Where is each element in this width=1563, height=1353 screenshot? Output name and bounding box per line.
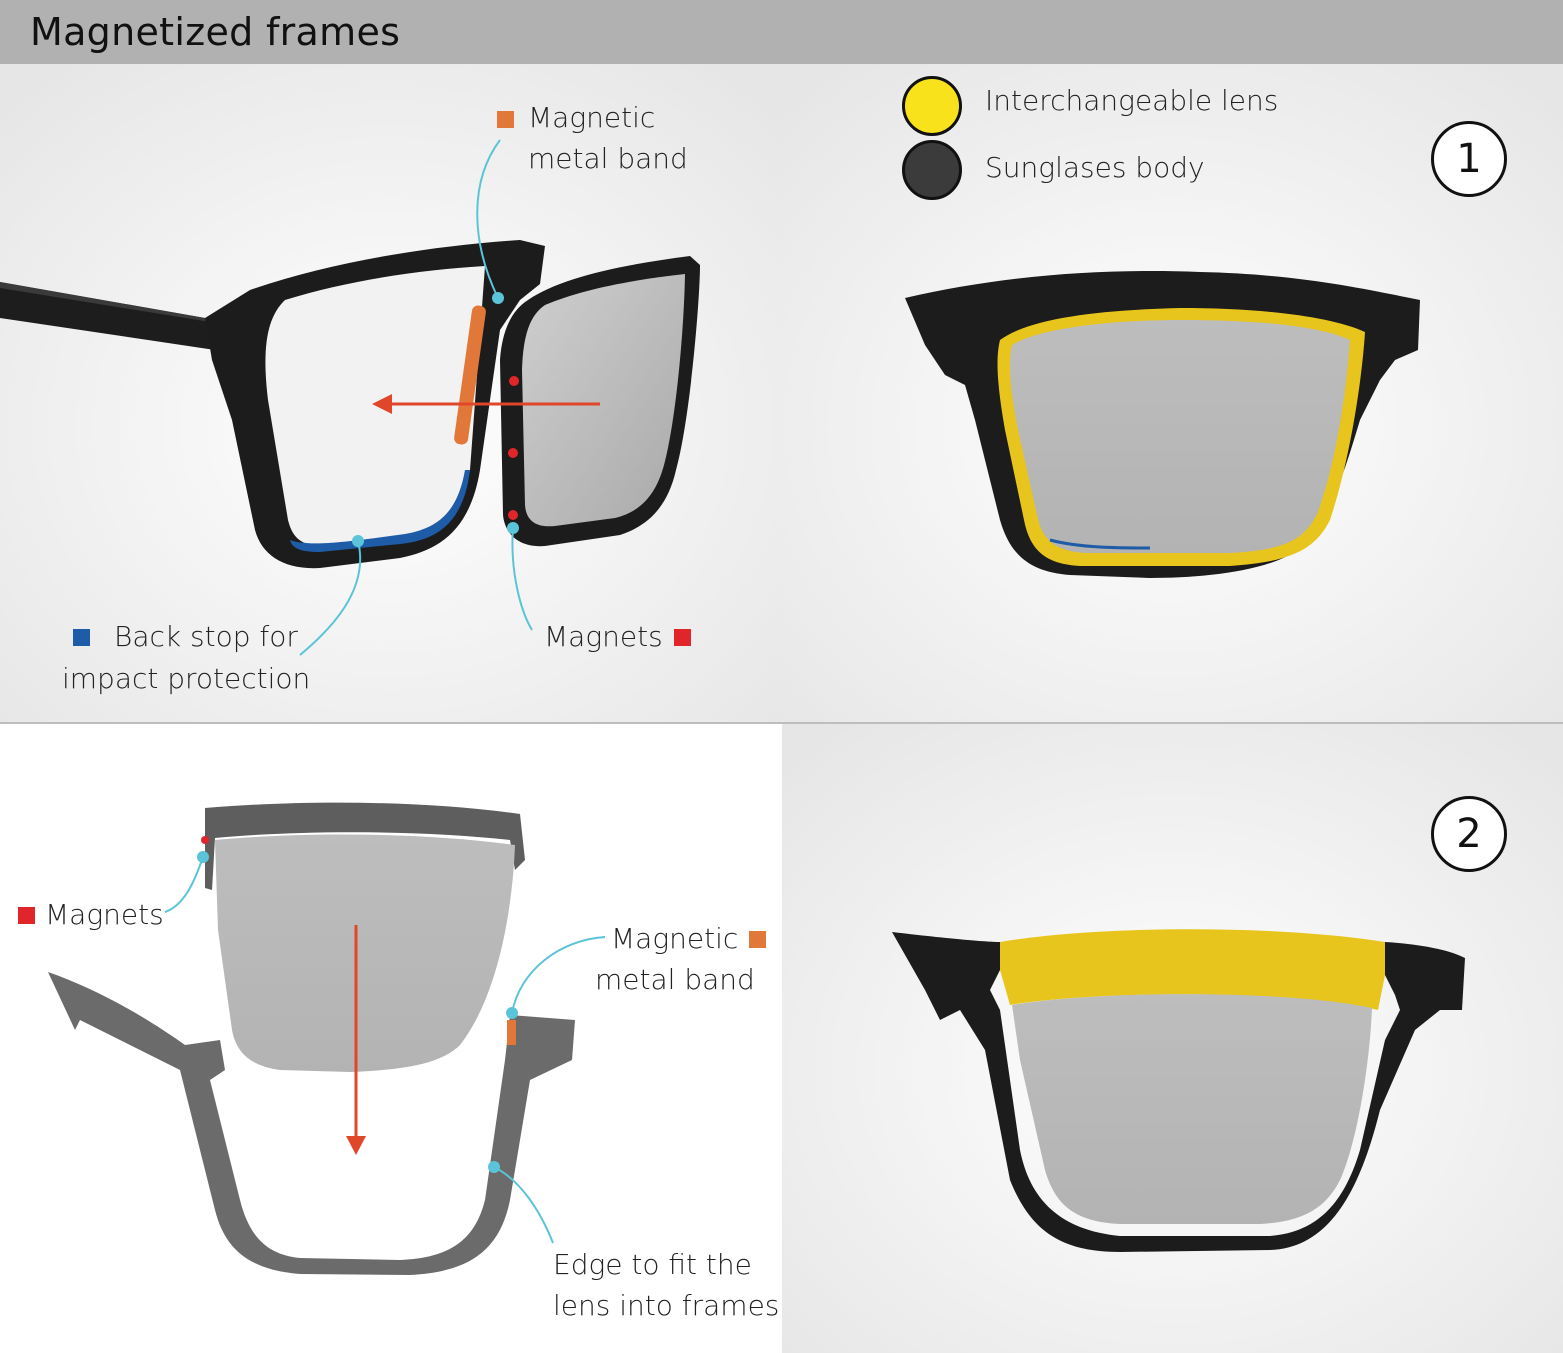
backstop-label-line1: Back stop for [114, 620, 298, 653]
glasses-front-view-1 [905, 271, 1420, 578]
magnets-label-1: Magnets [544, 620, 663, 653]
step-marker-2: 2 [1431, 796, 1507, 872]
title-bar: Magnetized frames [0, 0, 1563, 64]
step-marker-1: 1 [1431, 121, 1507, 197]
section-divider [0, 722, 1563, 724]
band-color-key-2 [749, 931, 766, 948]
edge-label-line1: Edge to fit the [553, 1248, 752, 1281]
legend-swatch-lens [902, 76, 962, 136]
band-label-2-line2: metal band [595, 963, 755, 996]
backstop-color-key [73, 629, 90, 646]
magnets-label-2: Magnets [45, 898, 164, 931]
edge-label-line2: lens into frames [553, 1289, 780, 1322]
magnet-color-key-2 [18, 907, 35, 924]
band-label-2-line1: Magnetic [611, 922, 739, 955]
page-title: Magnetized frames [30, 10, 401, 54]
legend-label-lens: Interchangeable lens [985, 84, 1279, 117]
band-label-line1: Magnetic [528, 101, 656, 134]
legend-swatch-body [902, 140, 962, 200]
glasses-exploded-view [48, 802, 606, 1275]
band-color-key [497, 111, 514, 128]
magnet-color-key-1 [674, 629, 691, 646]
glasses-front-view-2 [892, 929, 1465, 1252]
band-label-line2: metal band [528, 142, 688, 175]
legend-label-body: Sunglases body [985, 151, 1205, 184]
backstop-label-line2: impact protection [62, 662, 311, 695]
glasses-side-view [0, 139, 700, 656]
